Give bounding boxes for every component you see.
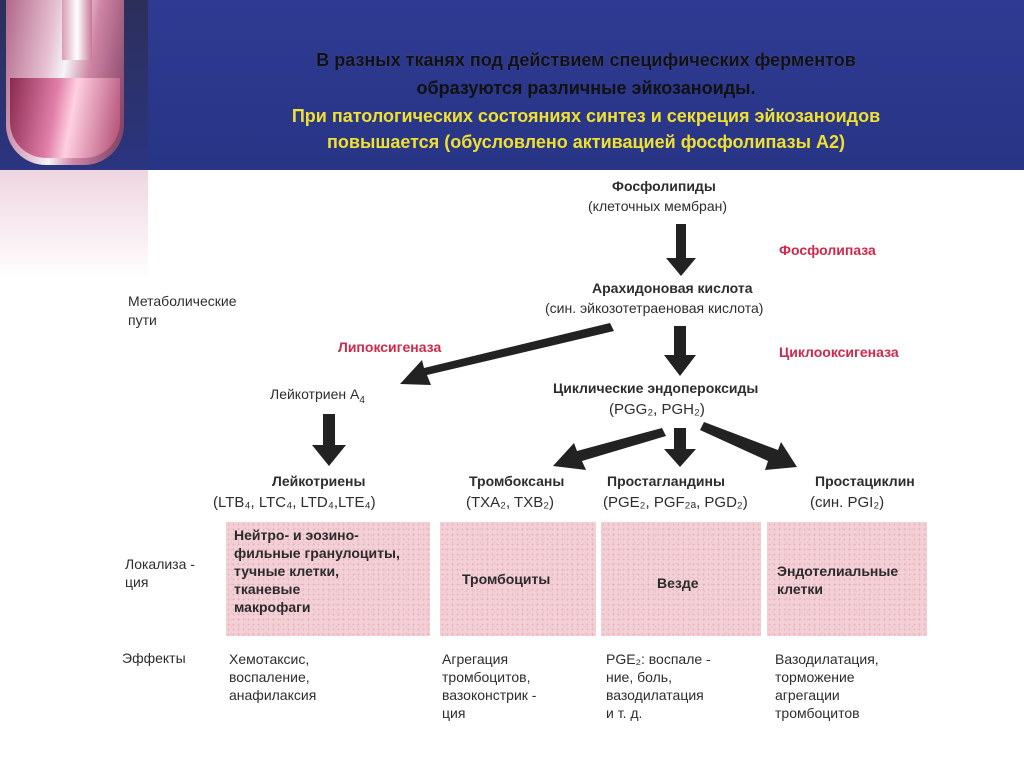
arrow-phospholipids-to-arachidonic <box>666 224 696 276</box>
localization-prostaglandins: Везде <box>657 575 699 591</box>
header-line-1: В разных тканях под действием специфичес… <box>316 50 856 70</box>
enzyme-lipoxygenase: Липоксигеназа <box>338 339 442 355</box>
label-metabolic-paths-1: Метаболические <box>128 293 237 309</box>
col-prostacyclin-name: Простациклин <box>815 473 915 489</box>
effects-prostacyclin: Вазодилатация, торможение агрегации тром… <box>775 651 879 721</box>
enzyme-cyclooxygenase: Циклооксигеназа <box>779 344 899 360</box>
effects-thromboxanes: Агрегация тромбоцитов, вазоконстрик - ци… <box>442 651 537 721</box>
node-arachidonic-acid-sub: (син. эйкозотетраеновая кислота) <box>545 300 764 316</box>
arrow-leukotriene-a4-to-leukotrienes <box>312 414 346 466</box>
localization-cell-leukotrienes: Нейтро- и эозино- фильные гранулоциты, т… <box>226 522 430 636</box>
node-cyclic-endoperoxides-sub: (PGG₂, PGH₂) <box>609 401 705 418</box>
node-arachidonic-acid: Арахидоновая кислота <box>592 280 753 296</box>
col-prostaglandins-name: Простагландины <box>607 473 725 489</box>
localization-thromboxanes: Тромбоциты <box>462 571 551 587</box>
node-cyclic-endoperoxides: Циклические эндопероксиды <box>553 380 759 396</box>
flask-neck <box>62 0 92 60</box>
col-prostacyclin-members: (син. PGI₂) <box>810 494 885 511</box>
arrow-arachidonic-to-endoperoxides <box>664 326 696 376</box>
col-thromboxanes-name: Тромбоксаны <box>469 473 565 489</box>
localization-cell-thromboxanes: Тромбоциты <box>440 522 596 636</box>
arrow-arachidonic-to-leukotriene <box>400 323 614 385</box>
effects-leukotrienes: Хемотаксис, воспаление, анафилаксия <box>229 651 317 703</box>
localization-cell-prostaglandins: Везде <box>601 522 761 636</box>
col-thromboxanes-members: (TXA₂, TXB₂) <box>466 494 555 511</box>
arrow-endoperoxides-to-prostacyclin <box>700 422 797 470</box>
flask-liquid <box>10 78 120 158</box>
slide-header: В разных тканях под действием специфичес… <box>148 0 1024 170</box>
col-leukotrienes-members: (LTB₄, LTC₄, LTD₄,LTE₄) <box>213 494 376 511</box>
label-metabolic-paths-2: пути <box>128 312 157 328</box>
row-label-localization: Локализа - ция <box>125 556 195 590</box>
enzyme-phospholipase: Фосфолипаза <box>779 242 876 258</box>
localization-prostacyclin: Эндотелиальные клетки <box>777 563 899 597</box>
node-leukotriene-a4: Лейкотриен A4 <box>270 386 365 406</box>
node-phospholipids-sub: (клеточных мембран) <box>588 198 728 214</box>
arrow-endoperoxides-to-thromboxanes <box>553 428 666 470</box>
localization-leukotrienes: Нейтро- и эозино- фильные гранулоциты, т… <box>234 527 400 615</box>
arrow-endoperoxides-to-prostaglandins <box>664 428 696 467</box>
localization-cell-prostacyclin: Эндотелиальные клетки <box>767 522 927 636</box>
flask-image <box>0 0 148 170</box>
row-label-effects: Эффекты <box>122 650 186 666</box>
col-prostaglandins-members: (PGE₂, PGF₂ₐ, PGD₂) <box>603 494 748 511</box>
effects-prostaglandins: PGE₂: воспале - ние, боль, вазодилатация… <box>606 651 711 721</box>
node-phospholipids: Фосфолипиды <box>612 178 716 194</box>
header-line-3: При патологических состояниях синтез и с… <box>291 106 881 126</box>
flask-reflection <box>0 170 148 280</box>
header-line-4: повышается (обусловлено активацией фосфо… <box>327 132 845 152</box>
header-line-2: образуются различные эйкозаноиды. <box>416 78 756 98</box>
col-leukotrienes-name: Лейкотриены <box>272 473 366 489</box>
